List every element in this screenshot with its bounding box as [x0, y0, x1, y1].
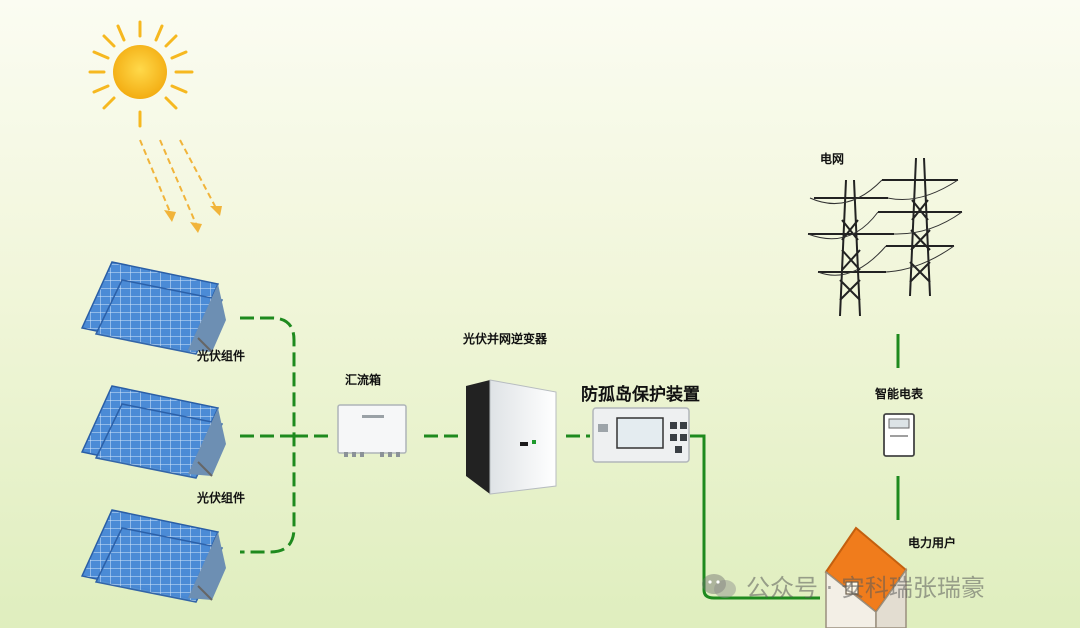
solar-panel-group-1 [80, 261, 226, 355]
smart-meter-icon [883, 413, 915, 457]
watermark-text: 公众号 · 安科瑞张瑞豪 [746, 574, 985, 602]
transmission-tower-icon [808, 157, 962, 317]
inverter-icon [466, 379, 557, 495]
anti-islanding-label: 防孤岛保护装置 [581, 385, 700, 405]
pv-module-label-2: 光伏组件 [197, 491, 246, 505]
house-icon [824, 526, 908, 628]
sun-icon [88, 20, 194, 128]
anti-islanding-device-icon [592, 407, 690, 463]
wechat-icon [702, 573, 736, 598]
sunlight-arrows [139, 139, 222, 233]
solar-panel-group-2 [80, 385, 226, 479]
power-user-label: 电力用户 [908, 536, 957, 550]
combiner-box-label: 汇流箱 [345, 373, 382, 387]
pv-module-label-1: 光伏组件 [197, 349, 246, 363]
protector-house-wire [690, 434, 820, 600]
watermark: 公众号 · 安科瑞张瑞豪 [700, 568, 985, 603]
panel-bus-wires [240, 316, 330, 554]
smart-meter-label: 智能电表 [875, 387, 924, 401]
combiner-box-icon [337, 404, 407, 457]
solar-panel-group-3 [80, 509, 226, 603]
inverter-label: 光伏并网逆变器 [463, 332, 548, 346]
power-lines [807, 179, 963, 276]
grid-label: 电网 [820, 152, 845, 166]
